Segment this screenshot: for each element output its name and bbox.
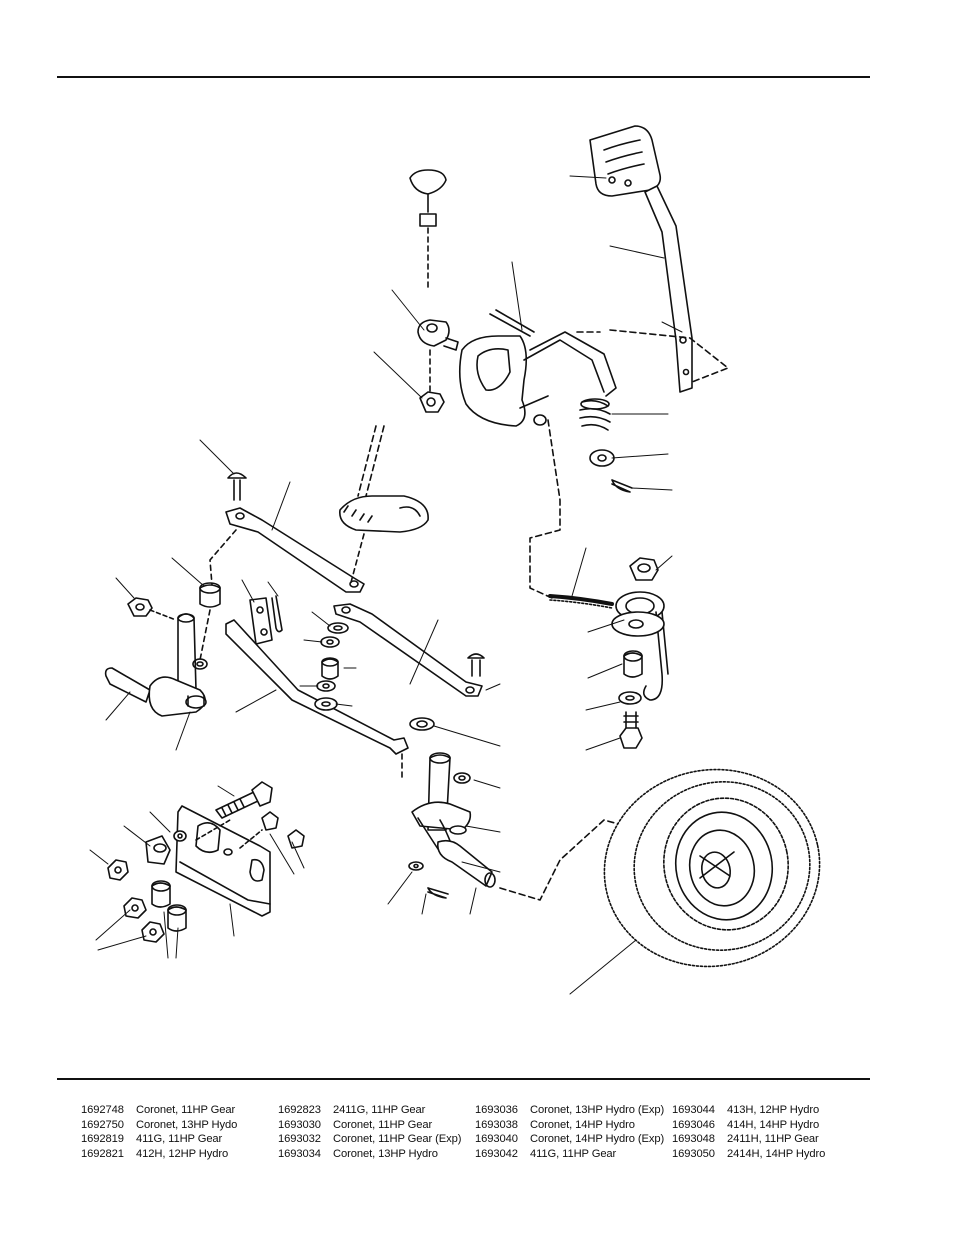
model-column-3: 1693036 Coronet, 13HP Hydro (Exp) 1693038…: [475, 1104, 664, 1162]
model-description: Coronet, 13HP Hydro (Exp): [530, 1104, 665, 1116]
model-row: 1693044 413H, 12HP Hydro: [672, 1104, 825, 1119]
spacer: [199, 582, 221, 608]
model-number: 1693030: [278, 1118, 321, 1131]
header-rule: [57, 76, 870, 78]
clip-plate: [249, 595, 283, 645]
model-description: Coronet, 14HP Hydro (Exp): [530, 1133, 665, 1146]
locknut-1: [107, 859, 129, 881]
model-number: 1693040: [475, 1133, 518, 1146]
model-description: Coronet, 13HP Hydo: [136, 1118, 238, 1131]
model-row: 1693040 Coronet, 14HP Hydro (Exp): [475, 1133, 664, 1148]
leader-lines: [89, 175, 683, 995]
model-number: 1693050: [672, 1147, 715, 1160]
pulley-nut: [629, 557, 659, 581]
sector-gear: [339, 425, 429, 533]
model-number: 1692821: [81, 1147, 124, 1160]
model-description: 411G, 11HP Gear: [136, 1133, 223, 1146]
cone-spacer: [145, 835, 171, 865]
long-bolt: [215, 781, 273, 819]
handle-grip: [589, 125, 662, 197]
model-number: 1693038: [475, 1118, 518, 1131]
drag-link-upper: [225, 507, 365, 593]
model-row: 1692819 411G, 11HP Gear: [81, 1133, 237, 1148]
adjustment-knob: [409, 169, 447, 227]
model-row: 1692750 Coronet, 13HP Hydo: [81, 1119, 237, 1134]
large-washer: [611, 611, 665, 637]
spindle-right: [409, 717, 496, 888]
model-number: 1692750: [81, 1118, 124, 1131]
model-number: 1693048: [672, 1133, 715, 1146]
model-number: 1693032: [278, 1133, 321, 1146]
model-description: 413H, 12HP Hydro: [727, 1104, 820, 1116]
model-description: 411G, 11HP Gear: [530, 1147, 617, 1160]
carriage-bolt: [227, 472, 247, 501]
model-row: 1693034 Coronet, 13HP Hydro: [278, 1148, 461, 1163]
pulley-assembly: [548, 591, 669, 701]
model-number: 1693034: [278, 1147, 321, 1160]
model-row: 1693032 Coronet, 11HP Gear (Exp): [278, 1133, 461, 1148]
tie-rod: [333, 603, 483, 697]
spring: [579, 398, 611, 431]
washer-right: [408, 861, 424, 871]
model-row: 1692821 412H, 12HP Hydro: [81, 1148, 237, 1163]
model-row: 1692748 Coronet, 11HP Gear: [81, 1104, 237, 1119]
model-row: 1692823 2411G, 11HP Gear: [278, 1104, 461, 1119]
locknut-2: [123, 897, 147, 919]
bushing: [623, 650, 643, 678]
model-description: 412H, 12HP Hydro: [136, 1147, 229, 1160]
cotter-pin-right: [427, 887, 449, 899]
model-row: 1693042 411G, 11HP Gear: [475, 1148, 664, 1163]
front-wheel: [603, 768, 821, 968]
model-description: 2411G, 11HP Gear: [333, 1104, 426, 1116]
model-row: 1693036 Coronet, 13HP Hydro (Exp): [475, 1104, 664, 1119]
lift-bracket: [458, 309, 617, 427]
model-description: Coronet, 13HP Hydro: [333, 1147, 438, 1160]
sleeves: [151, 880, 187, 932]
model-row: 1693038 Coronet, 14HP Hydro: [475, 1119, 664, 1134]
model-number: 1693044: [672, 1104, 715, 1116]
model-number: 1692819: [81, 1133, 124, 1146]
model-number: 1692823: [278, 1104, 321, 1116]
locknut-3: [141, 921, 165, 943]
model-description: 2414H, 14HP Hydro: [727, 1147, 826, 1160]
lift-handle-rod: [644, 185, 693, 393]
model-description: 414H, 14HP Hydro: [727, 1118, 820, 1131]
cap-screws: [261, 811, 305, 849]
model-description: Coronet, 14HP Hydro: [530, 1118, 635, 1131]
model-description: 2411H, 11HP Gear: [727, 1133, 819, 1146]
model-number: 1693042: [475, 1147, 518, 1160]
nut-left: [127, 597, 153, 617]
model-number: 1693046: [672, 1118, 715, 1131]
model-row: 1693048 2411H, 11HP Gear: [672, 1133, 825, 1148]
model-column-4: 1693044 413H, 12HP Hydro 1693046 414H, 14H…: [672, 1104, 825, 1162]
model-description: Coronet, 11HP Gear (Exp): [333, 1133, 462, 1146]
model-row: 1693030 Coronet, 11HP Gear: [278, 1119, 461, 1134]
model-description: Coronet, 11HP Gear: [136, 1104, 236, 1116]
axle-bracket: [175, 805, 271, 917]
footer-rule: [57, 1078, 870, 1080]
bolt-tie-rod: [467, 653, 485, 677]
model-row: 1693050 2414H, 14HP Hydro: [672, 1148, 825, 1163]
model-description: Coronet, 11HP Gear: [333, 1118, 433, 1131]
drag-link-lower: [225, 619, 409, 781]
model-number: 1692748: [81, 1104, 124, 1116]
model-number: 1693036: [475, 1104, 518, 1116]
hex-nut: [419, 391, 445, 413]
cotter-pin: [611, 479, 633, 493]
small-washer: [618, 691, 642, 705]
model-column-1: 1692748 Coronet, 11HP Gear 1692750 Coronet…: [81, 1104, 237, 1162]
hex-bolt: [619, 711, 643, 749]
washer: [589, 449, 615, 467]
flange-nut-left: [185, 695, 207, 709]
spindle-left: [104, 613, 208, 717]
model-row: 1693046 414H, 14HP Hydro: [672, 1119, 825, 1134]
bushing-stack: [314, 622, 349, 711]
ferrule: [417, 319, 459, 351]
bushing-lower-left: [173, 830, 187, 842]
